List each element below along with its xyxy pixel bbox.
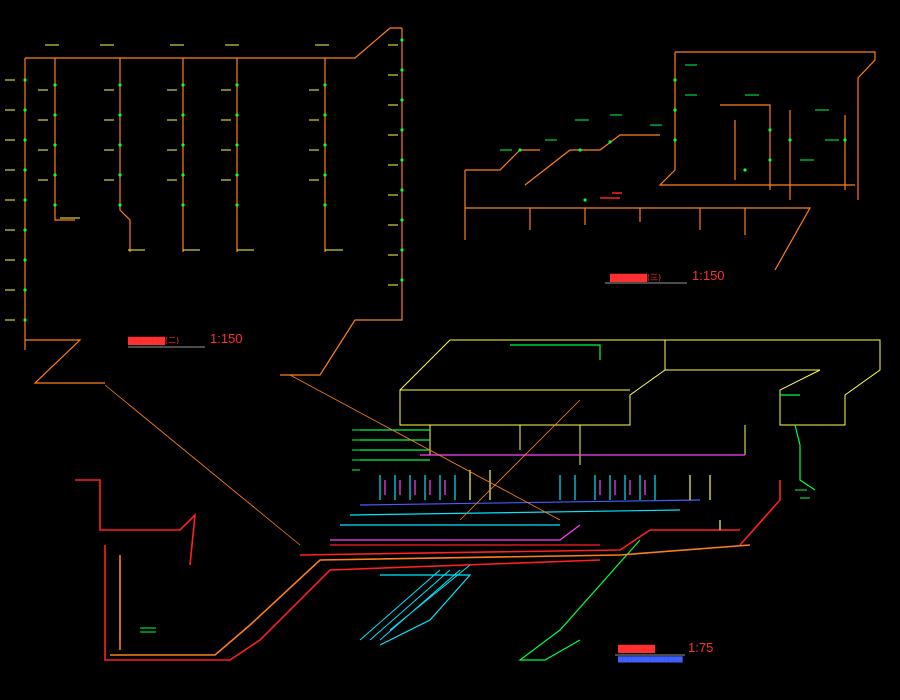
iso-room-outlines: [399, 339, 881, 465]
iso-red-pipes: [75, 479, 781, 661]
view-title-left-scale: 1:150: [210, 331, 243, 346]
right-top-loop-pipe: [675, 51, 876, 200]
right-branch-middle: [524, 134, 660, 186]
iso-red-main-3: [299, 529, 740, 556]
view-title-bottom: ▇▇▇▇▇▇ 1:75 ▇▇▇▇▇▇▇▇▇▇▇▇▇▇: [615, 640, 713, 663]
left-riser-2: [54, 58, 75, 221]
left-bottom-return-pipe: [25, 339, 105, 384]
right-system-labels: [500, 64, 839, 161]
iso-red-main-2: [104, 545, 601, 661]
right-inner-riser-a: [720, 104, 771, 190]
iso-red-main-1: [75, 479, 197, 566]
view-title-bottom-note: ▇▇▇▇▇▇▇▇▇▇▇▇▇▇: [617, 656, 683, 663]
iso-red-riser-right: [739, 480, 781, 546]
iso-orange-main: [110, 544, 751, 656]
right-branch-drops: [529, 208, 746, 235]
right-branch-left: [464, 149, 540, 240]
right-main-horizontal-pipe: [465, 207, 812, 271]
iso-room-box-right: [665, 339, 881, 426]
right-loop-left-drop: [658, 52, 855, 186]
right-system-fittings: [518, 78, 847, 202]
right-system-diagram: [464, 51, 876, 271]
view-title-right-scale: 1:150: [692, 268, 725, 283]
left-riser-7: [280, 28, 403, 376]
view-title-right: ▇▇▇▇▇▇(三) 1:150: [605, 268, 725, 284]
iso-equipment-units: [379, 470, 721, 530]
iso-green-pipes: [119, 344, 816, 661]
left-riser-diagram: [24, 27, 403, 384]
right-system-red-labels: [600, 192, 622, 199]
iso-room-box-left: [399, 339, 666, 426]
view-leader-lines: [104, 374, 581, 546]
left-riser-labels: [5, 44, 398, 321]
iso-distribution-pipes: [330, 454, 745, 646]
view-title-left-glyph: ▇▇▇▇▇▇(二): [127, 336, 179, 345]
view-title-left: ▇▇▇▇▇▇(二) 1:150: [127, 331, 243, 348]
view-title-bottom-glyph: ▇▇▇▇▇▇: [617, 644, 656, 653]
iso-cyan-label-cluster: [359, 564, 471, 641]
left-riser-fittings: [23, 38, 404, 322]
iso-left-labels: [140, 429, 810, 633]
left-riser-stubs: [60, 217, 343, 251]
iso-room-inner-lines: [429, 425, 746, 465]
left-top-header-pipe: [25, 27, 402, 59]
view-title-bottom-scale: 1:75: [688, 640, 713, 655]
view-title-right-glyph: ▇▇▇▇▇▇(三): [609, 273, 661, 282]
left-riser-3: [119, 58, 131, 252]
